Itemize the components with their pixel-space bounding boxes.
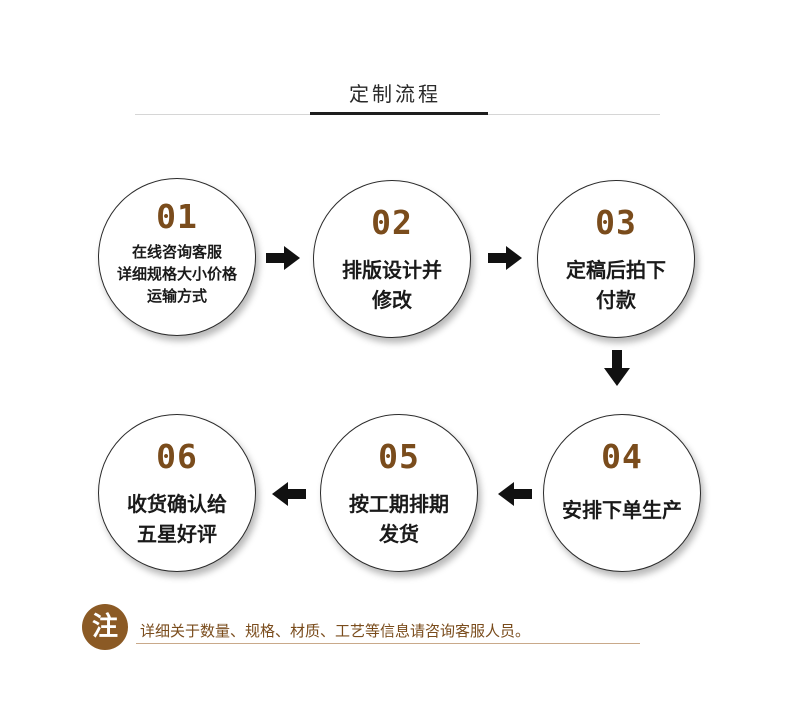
arrow-left-icon: [498, 482, 532, 506]
step-line: 发货: [379, 522, 419, 546]
note-badge: 注: [82, 604, 128, 650]
step-number: 03: [595, 203, 637, 242]
step-line: 付款: [596, 288, 636, 312]
step-circle-02: 02 排版设计并 修改: [313, 180, 471, 338]
note-text: 详细关于数量、规格、材质、工艺等信息请咨询客服人员。: [140, 622, 531, 640]
step-description: 按工期排期 发货: [329, 489, 469, 549]
step-line: 排版设计并: [342, 258, 442, 282]
step-line: 修改: [372, 288, 412, 312]
step-number: 06: [156, 437, 198, 476]
arrow-right-icon: [266, 246, 300, 270]
step-number: 01: [156, 197, 198, 236]
step-description: 收货确认给 五星好评: [107, 489, 247, 549]
step-circle-04: 04 安排下单生产: [543, 414, 701, 572]
step-circle-01: 01 在线咨询客服 详细规格大小价格 运输方式: [98, 178, 256, 336]
step-line: 按工期排期: [349, 492, 449, 516]
step-line: 详细规格大小价格: [116, 265, 237, 283]
step-circle-03: 03 定稿后拍下 付款: [537, 180, 695, 338]
step-line: 安排下单生产: [562, 498, 682, 522]
step-description: 安排下单生产: [552, 495, 692, 525]
step-line: 运输方式: [146, 287, 207, 305]
step-line: 收货确认给: [127, 492, 227, 516]
note-underline: [136, 643, 640, 644]
step-line: 在线咨询客服: [131, 243, 222, 261]
step-description: 排版设计并 修改: [322, 255, 462, 315]
arrow-right-icon: [488, 246, 522, 270]
step-number: 05: [378, 437, 420, 476]
step-circle-06: 06 收货确认给 五星好评: [98, 414, 256, 572]
step-line: 定稿后拍下: [566, 258, 666, 282]
header-divider-accent: [310, 112, 488, 115]
step-circle-05: 05 按工期排期 发货: [320, 414, 478, 572]
step-line: 五星好评: [137, 522, 217, 546]
step-description: 在线咨询客服 详细规格大小价格 运输方式: [107, 241, 247, 307]
arrow-left-icon: [272, 482, 306, 506]
step-number: 02: [371, 203, 413, 242]
step-number: 04: [601, 437, 643, 476]
step-description: 定稿后拍下 付款: [546, 255, 686, 315]
page-title: 定制流程: [349, 82, 441, 106]
arrow-down-icon: [604, 350, 630, 386]
